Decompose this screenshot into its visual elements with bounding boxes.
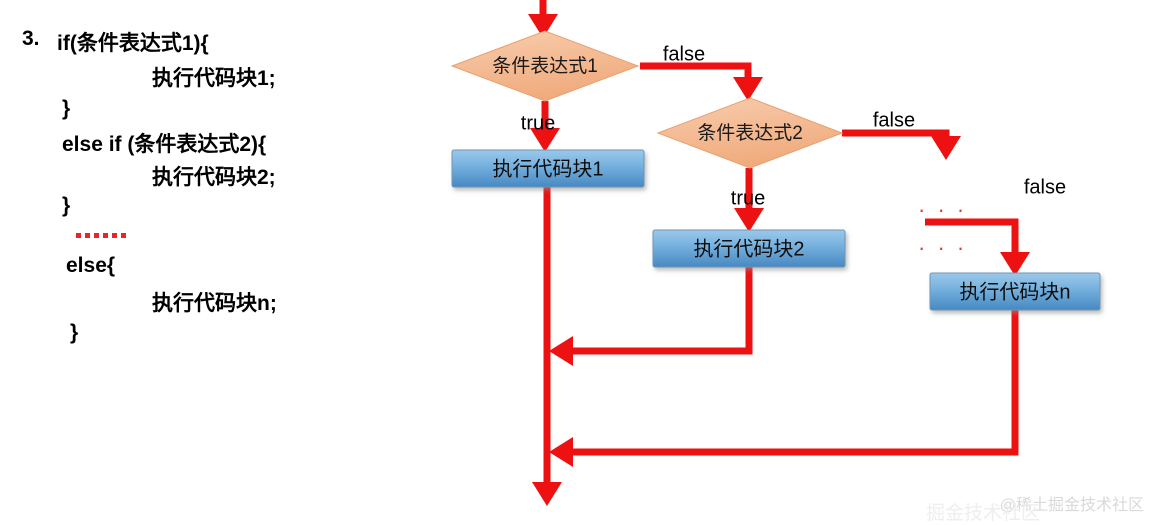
ellipsis-dot: [85, 233, 90, 238]
arrowhead-to-process1: [530, 128, 560, 152]
ellipsis-dot: [121, 233, 126, 238]
edge-processn-merge: [560, 310, 1019, 456]
ellipsis-dot: [94, 233, 99, 238]
decision-node-2[interactable]: 条件表达式2: [656, 97, 844, 169]
code-ellipsis-dots: [76, 233, 126, 238]
edge-decision2-false: [842, 129, 950, 148]
ellipsis-dot: [112, 233, 117, 238]
edge-label-true-2: true: [731, 187, 765, 209]
decision-1-shape: [450, 30, 640, 102]
process-n-shape: [929, 272, 1101, 311]
edge-decision1-false: [640, 62, 752, 90]
code-line-close-1: }: [62, 97, 71, 120]
code-line-blockn: 执行代码块n;: [152, 292, 277, 315]
arrowhead-to-process2: [734, 208, 764, 232]
edge-process2-merge: [560, 267, 753, 355]
arrowhead-merge-processn: [549, 437, 573, 467]
process-2-label: 执行代码块2: [693, 237, 804, 260]
edge-falsen-to-processn: [925, 218, 1019, 265]
code-line-if: if(条件表达式1){: [57, 32, 209, 55]
edge-label-true-1: true: [521, 112, 555, 134]
code-line-close-2: }: [62, 194, 71, 217]
watermark-text: @稀土掘金技术社区: [999, 497, 1144, 514]
arrowhead-exit: [532, 482, 562, 506]
decision-2-shape: [656, 97, 844, 169]
flow-ellipsis-row-2: · · ·: [918, 235, 967, 260]
flow-arrowheads: [528, 14, 1030, 506]
process-node-1[interactable]: 执行代码块1: [451, 149, 645, 188]
arrowhead-entry: [528, 14, 558, 38]
code-line-block1: 执行代码块1;: [152, 67, 276, 90]
code-snippet-panel: 3. if(条件表达式1){ 执行代码块1; } else if (条件表达式2…: [0, 0, 430, 521]
process-2-shape: [652, 229, 846, 268]
arrowhead-false-branch: [931, 136, 961, 160]
process-n-label: 执行代码块n: [959, 280, 1070, 303]
code-line-else: else{: [66, 254, 116, 277]
process-node-n[interactable]: 执行代码块n: [929, 272, 1101, 311]
code-line-close-3: }: [70, 321, 79, 344]
arrowhead-merge-process2: [549, 336, 573, 366]
arrowhead-to-processn: [1000, 252, 1030, 276]
flow-ellipsis-row-1: · · ·: [918, 197, 967, 222]
decision-2-label: 条件表达式2: [697, 122, 803, 144]
code-line-else-if: else if (条件表达式2){: [62, 133, 267, 156]
edge-label-false-3: false: [1024, 176, 1066, 198]
process-1-label: 执行代码块1: [492, 157, 603, 180]
watermark-ghost-text: 掘金技术社区: [925, 503, 1040, 524]
decision-1-label: 条件表达式1: [492, 55, 598, 77]
process-node-2[interactable]: 执行代码块2: [652, 229, 846, 268]
code-line-block2: 执行代码块2;: [152, 166, 276, 189]
ellipsis-dot: [103, 233, 108, 238]
code-list-number: 3.: [22, 27, 40, 50]
ellipsis-dot: [76, 233, 81, 238]
decision-node-1[interactable]: 条件表达式1: [450, 30, 640, 102]
arrowhead-to-decision2: [733, 77, 763, 101]
process-1-shape: [451, 149, 645, 188]
edge-label-false-2: false: [873, 109, 915, 131]
edge-label-false-1: false: [663, 43, 705, 65]
